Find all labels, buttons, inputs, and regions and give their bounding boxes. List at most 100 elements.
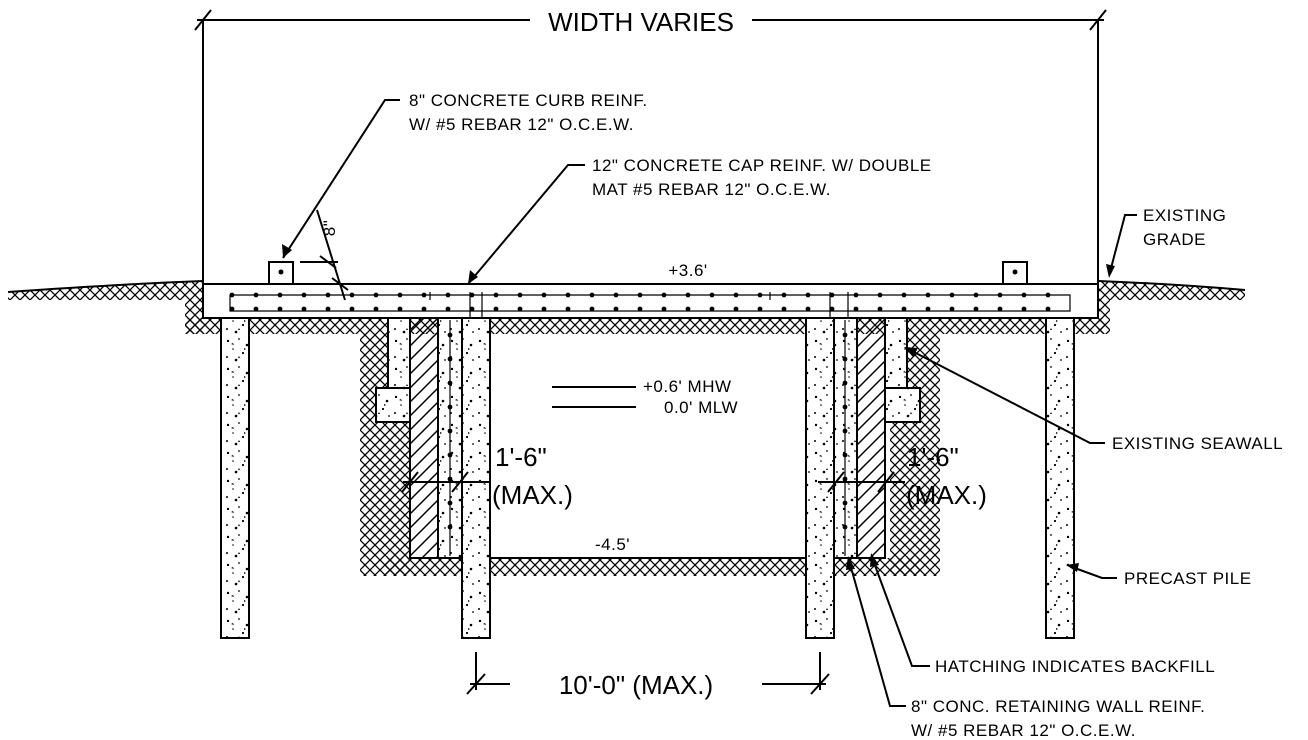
cap-bottom-rebar: [589, 306, 595, 312]
existing-grade-right: [1097, 280, 1246, 300]
wall-rebar-right: [842, 428, 848, 434]
cap-bottom-rebar: [301, 306, 307, 312]
cap-top-rebar: [325, 292, 331, 298]
wall-rebar-right: [842, 332, 848, 338]
cap-top-rebar: [901, 292, 907, 298]
mhw-label: +0.6' MHW: [643, 377, 732, 396]
left-dim-line2: (MAX.): [492, 480, 573, 510]
curb-leader: [282, 99, 400, 259]
span-dim-label: 10'-0" (MAX.): [559, 670, 713, 700]
cap-top-rebar: [421, 292, 427, 298]
cap-top-rebar: [469, 292, 475, 298]
cap-bottom-rebar: [805, 306, 811, 312]
curb-rebar-left: [278, 269, 284, 275]
cap-top-rebar: [733, 292, 739, 298]
left-wall-width-dimension: [401, 471, 490, 493]
backfill-right: [856, 317, 886, 559]
wall-leader: [849, 563, 906, 707]
cap-bottom-rebar: [973, 306, 979, 312]
wall-rebar-left: [447, 356, 453, 362]
precast-pile-2: [461, 317, 491, 639]
mlw-label: 0.0' MLW: [664, 398, 738, 417]
wall-label-line1: 8" CONC. RETAINING WALL REINF.: [911, 697, 1205, 716]
curb-label-line1: 8" CONCRETE CURB REINF.: [409, 91, 648, 110]
curb-dim-label: 8": [320, 220, 339, 237]
existing-seawall-left: [375, 317, 411, 423]
cap-top-rebar: [229, 292, 235, 298]
cap-top-rebar: [781, 292, 787, 298]
cap-bottom-rebar: [517, 306, 523, 312]
right-dim-line2: (MAX.): [906, 480, 987, 510]
grade-leader-arrow: [1106, 264, 1115, 278]
left-dim-line1: 1'-6": [495, 442, 547, 472]
wall-rebar-right: [842, 356, 848, 362]
cap-label-line1: 12" CONCRETE CAP REINF. W/ DOUBLE: [592, 156, 932, 175]
wall-rebar-left: [447, 380, 453, 386]
cap-bottom-rebar: [565, 306, 571, 312]
cap-bottom-rebar: [685, 306, 691, 312]
cap-bottom-rebar: [781, 306, 787, 312]
cap-bottom-rebar: [733, 306, 739, 312]
cap-top-rebar: [685, 292, 691, 298]
cap-top-rebar: [973, 292, 979, 298]
existing-grade-line1: EXISTING: [1143, 206, 1226, 225]
seawall-leader: [909, 349, 1105, 444]
wall-rebar-left: [447, 332, 453, 338]
bottom-elevation-label: -4.5': [595, 535, 630, 554]
cap-bottom-rebar: [661, 306, 667, 312]
cap-top-rebar: [757, 292, 763, 298]
cap-top-rebar: [877, 292, 883, 298]
cap-top-rebar: [853, 292, 859, 298]
cap-bottom-rebar: [829, 306, 835, 312]
wall-rebar-left: [447, 452, 453, 458]
cap-top-rebar: [253, 292, 259, 298]
cap-bottom-rebar: [349, 306, 355, 312]
cap-leader: [467, 164, 585, 285]
cap-bottom-rebar: [469, 306, 475, 312]
cap-bottom-rebar: [853, 306, 859, 312]
cap-top-rebar: [661, 292, 667, 298]
cap-bottom-rebar: [1021, 306, 1027, 312]
cap-top-rebar: [1045, 292, 1051, 298]
cap-bottom-rebar: [373, 306, 379, 312]
cap-top-rebar: [397, 292, 403, 298]
cap-top-rebar: [637, 292, 643, 298]
cap-bottom-rebar: [493, 306, 499, 312]
curb-leader-arrow: [282, 244, 292, 258]
cap-top-rebar: [613, 292, 619, 298]
precast-pile-4: [1045, 317, 1075, 639]
curb-label-line2: W/ #5 REBAR 12" O.C.E.W.: [409, 115, 634, 134]
cap-top-rebar: [997, 292, 1003, 298]
cap-bottom-rebar: [421, 306, 427, 312]
retaining-wall-left: [437, 317, 463, 559]
cap-bottom-rebar: [277, 306, 283, 312]
grade-leader: [1109, 214, 1137, 273]
hatching-label: HATCHING INDICATES BACKFILL: [935, 657, 1215, 676]
cap-bottom-rebar: [613, 306, 619, 312]
cap-top-rebar: [445, 292, 451, 298]
cap-bottom-rebar: [925, 306, 931, 312]
cap-top-rebar: [925, 292, 931, 298]
wall-rebar-left: [447, 476, 453, 482]
cap-bottom-rebar: [541, 306, 547, 312]
wall-rebar-right: [842, 380, 848, 386]
cap-top-rebar: [829, 292, 835, 298]
cap-top-rebar: [589, 292, 595, 298]
pile-leader: [1071, 566, 1117, 579]
wall-rebar-left: [447, 404, 453, 410]
cap-bottom-rebar: [949, 306, 955, 312]
cap-top-rebar: [565, 292, 571, 298]
cap-bottom-rebar: [397, 306, 403, 312]
cap-top-rebar: [541, 292, 547, 298]
precast-pile-1: [220, 317, 250, 639]
cap-top-rebar: [373, 292, 379, 298]
existing-seawall-label: EXISTING SEAWALL: [1112, 434, 1283, 453]
wall-rebar-right: [842, 404, 848, 410]
cap-top-rebar: [805, 292, 811, 298]
width-varies-label: WIDTH VARIES: [548, 7, 734, 37]
precast-pile-3: [805, 317, 835, 639]
existing-grade-line2: GRADE: [1143, 230, 1206, 249]
cap-label-line2: MAT #5 REBAR 12" O.C.E.W.: [592, 180, 831, 199]
wall-rebar-left: [447, 500, 453, 506]
